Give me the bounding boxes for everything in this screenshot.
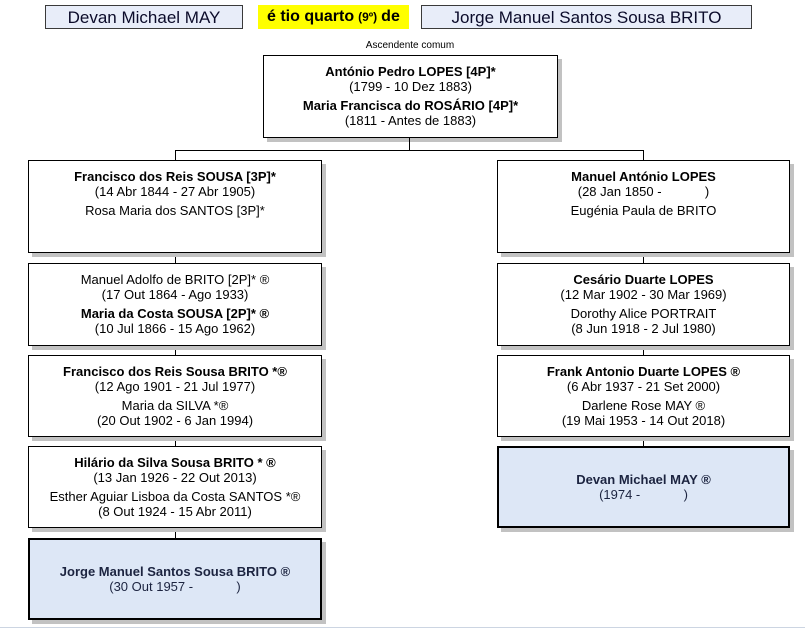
person-name: Maria da Costa SOUSA [2P]* ® (80, 306, 270, 321)
person-name: Manuel Adolfo de BRITO [2P]* ® (80, 272, 270, 287)
box-frank-antonio-duarte-lopes[interactable]: Frank Antonio Duarte LOPES ® (6 Abr 1937… (497, 355, 790, 437)
relationship-label: é tio quarto (9º) de (258, 5, 409, 29)
connector-right-gen3 (643, 437, 644, 446)
box-manuel-adolfo-de-brito[interactable]: Manuel Adolfo de BRITO [2P]* ® (17 Out 1… (28, 263, 322, 346)
person-dates: (28 Jan 1850 - ) (577, 184, 710, 199)
person-dates: (13 Jan 1926 - 22 Out 2013) (93, 470, 257, 485)
person-name: Cesário Duarte LOPES (573, 272, 714, 287)
person-name: Esther Aguiar Lisboa da Costa SANTOS *® (49, 489, 301, 504)
person-dates: (19 Mai 1953 - 14 Out 2018) (561, 413, 726, 428)
person-name: Maria da SILVA *® (121, 398, 229, 413)
person-name: Francisco dos Reis SOUSA [3P]* (74, 169, 276, 184)
box-manuel-antonio-lopes[interactable]: Manuel António LOPES (28 Jan 1850 - ) Eu… (497, 160, 790, 253)
person-name: Maria Francisca do ROSÁRIO [4P]* (302, 98, 519, 113)
connector-root-drop (409, 138, 410, 150)
person-name: Darlene Rose MAY ® (581, 398, 706, 413)
box-francisco-dos-reis-sousa-brito[interactable]: Francisco dos Reis Sousa BRITO *® (12 Ag… (28, 355, 322, 437)
connector-right-gen2 (643, 346, 644, 355)
relationship-degree: (9º) (358, 10, 378, 24)
box-devan-michael-may[interactable]: Devan Michael MAY ® (1974 - ) (497, 446, 790, 528)
person-name: Eugénia Paula de BRITO (570, 203, 717, 218)
person-name: Jorge Manuel Santos Sousa BRITO ® (59, 564, 291, 579)
header-person-right-box[interactable]: Jorge Manuel Santos Sousa BRITO (421, 5, 752, 29)
person-name: Manuel António LOPES (571, 169, 716, 184)
connector-branch-horizontal (175, 150, 644, 151)
person-dates: (1811 - Antes de 1883) (344, 113, 477, 128)
person-name: Francisco dos Reis Sousa BRITO *® (63, 364, 287, 379)
connector-right-drop (643, 150, 644, 160)
connector-left-gen1 (175, 253, 176, 263)
person-dates: (20 Out 1902 - 6 Jan 1994) (96, 413, 254, 428)
person-dates: (12 Ago 1901 - 21 Jul 1977) (94, 379, 256, 394)
person-dates: (6 Abr 1937 - 21 Set 2000) (566, 379, 721, 394)
box-francisco-dos-reis-sousa[interactable]: Francisco dos Reis SOUSA [3P]* (14 Abr 1… (28, 160, 322, 253)
person-dates: (10 Jul 1866 - 15 Ago 1962) (94, 321, 256, 336)
person-dates: (8 Jun 1918 - 2 Jul 1980) (571, 321, 716, 336)
person-name: Rosa Maria dos SANTOS [3P]* (85, 203, 265, 218)
person-name: Dorothy Alice PORTRAIT (570, 306, 717, 321)
person-name: Devan Michael MAY ® (576, 472, 711, 487)
connector-left-drop (175, 150, 176, 160)
connector-left-gen2 (175, 346, 176, 355)
relationship-text: é tio quarto (267, 8, 355, 25)
header-person-left-box[interactable]: Devan Michael MAY (45, 5, 243, 29)
person-dates: (1974 - ) (599, 487, 688, 502)
box-cesario-duarte-lopes[interactable]: Cesário Duarte LOPES (12 Mar 1902 - 30 M… (497, 263, 790, 346)
relationship-connector-word: de (381, 8, 400, 25)
common-ancestor-label: Ascendente comum (365, 40, 455, 51)
person-name: Frank Antonio Duarte LOPES ® (546, 364, 741, 379)
connector-left-gen3 (175, 437, 176, 446)
person-dates: (14 Abr 1844 - 27 Abr 1905) (94, 184, 256, 199)
box-hilario-da-silva-sousa-brito[interactable]: Hilário da Silva Sousa BRITO * ® (13 Jan… (28, 446, 322, 528)
box-antonio-pedro-lopes[interactable]: António Pedro LOPES [4P]* (1799 - 10 Dez… (263, 55, 558, 138)
person-dates: (17 Out 1864 - Ago 1933) (101, 287, 249, 302)
box-jorge-manuel-santos-sousa-brito[interactable]: Jorge Manuel Santos Sousa BRITO ® (30 Ou… (28, 538, 322, 620)
connector-right-gen1 (643, 253, 644, 263)
person-name: Hilário da Silva Sousa BRITO * ® (74, 455, 276, 470)
person-dates: (1799 - 10 Dez 1883) (349, 79, 472, 94)
person-name: António Pedro LOPES [4P]* (325, 64, 496, 79)
person-dates: (12 Mar 1902 - 30 Mar 1969) (560, 287, 727, 302)
person-dates: (8 Out 1924 - 15 Abr 2011) (98, 504, 252, 519)
window-bottom-edge (0, 627, 805, 628)
person-dates: (30 Out 1957 - ) (109, 579, 241, 594)
connector-left-gen4 (175, 528, 176, 538)
